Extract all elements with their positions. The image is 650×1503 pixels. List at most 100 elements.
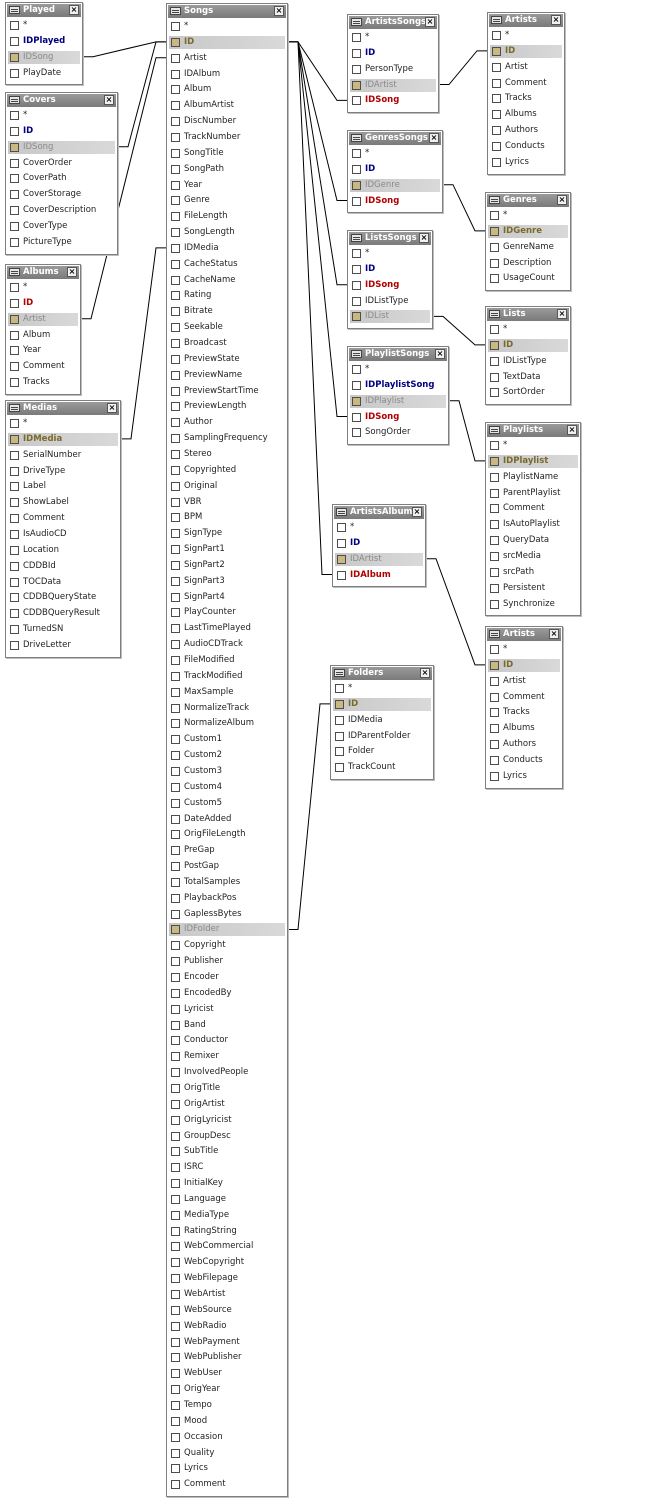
field-checkbox[interactable]: [10, 190, 19, 200]
field-checkbox[interactable]: [171, 1290, 180, 1299]
field-checkbox[interactable]: [352, 149, 361, 158]
field-checkbox[interactable]: [10, 346, 19, 356]
field-checkbox[interactable]: [490, 211, 499, 220]
field-checkbox[interactable]: [10, 577, 19, 587]
field-checkbox[interactable]: [352, 96, 361, 106]
close-icon[interactable]: ×: [67, 267, 77, 277]
field-row[interactable]: PostGap: [169, 860, 285, 873]
field-checkbox[interactable]: [171, 101, 180, 111]
field-row[interactable]: Remixer: [169, 1050, 285, 1063]
field-row[interactable]: IDAlbum: [335, 569, 423, 582]
field-row[interactable]: IDMedia: [169, 242, 285, 255]
field-row[interactable]: TrackNumber: [169, 131, 285, 144]
field-checkbox[interactable]: [171, 449, 180, 459]
field-checkbox[interactable]: [171, 85, 180, 95]
field-checkbox[interactable]: [171, 1480, 180, 1490]
field-checkbox[interactable]: [171, 624, 180, 634]
field-checkbox[interactable]: [337, 538, 346, 548]
field-checkbox[interactable]: [10, 158, 19, 168]
field-checkbox[interactable]: [171, 1099, 180, 1109]
field-row[interactable]: ID: [169, 35, 285, 49]
field-checkbox[interactable]: [490, 472, 499, 482]
field-row[interactable]: Lyrics: [490, 156, 562, 169]
field-row[interactable]: *: [333, 682, 431, 695]
field-row[interactable]: WebFilepage: [169, 1272, 285, 1285]
field-row[interactable]: SortOrder: [488, 386, 568, 399]
field-row[interactable]: CDDBId: [8, 560, 118, 573]
field-row[interactable]: SongPath: [169, 163, 285, 176]
field-row[interactable]: PlaybackPos: [169, 892, 285, 905]
field-checkbox[interactable]: [492, 141, 501, 151]
close-icon[interactable]: ×: [107, 403, 117, 413]
field-row[interactable]: Comment: [488, 502, 578, 515]
field-row[interactable]: Conducts: [488, 754, 560, 767]
field-row[interactable]: *: [335, 521, 423, 534]
field-checkbox[interactable]: [335, 763, 344, 773]
field-checkbox[interactable]: [171, 687, 180, 697]
field-row[interactable]: *: [8, 281, 78, 294]
field-row[interactable]: WebUser: [169, 1367, 285, 1380]
close-icon[interactable]: ×: [557, 195, 567, 205]
field-row[interactable]: IDArtist: [350, 78, 436, 92]
field-row[interactable]: GenreName: [488, 241, 568, 254]
field-row[interactable]: *: [350, 247, 430, 260]
field-row[interactable]: SongOrder: [350, 426, 446, 439]
field-checkbox[interactable]: [171, 814, 180, 824]
field-checkbox[interactable]: [352, 296, 361, 306]
field-checkbox[interactable]: [171, 1147, 180, 1157]
field-row[interactable]: ParentPlaylist: [488, 487, 578, 500]
field-row[interactable]: Lyrics: [169, 1462, 285, 1475]
close-icon[interactable]: ×: [104, 95, 114, 105]
field-row[interactable]: Conductor: [169, 1034, 285, 1047]
field-checkbox[interactable]: [171, 576, 180, 586]
field-row[interactable]: MediaType: [169, 1209, 285, 1222]
field-checkbox[interactable]: [352, 48, 361, 58]
field-row[interactable]: IDSong: [350, 195, 440, 208]
field-checkbox[interactable]: [171, 1385, 180, 1395]
key-icon[interactable]: [352, 312, 361, 322]
field-checkbox[interactable]: [10, 545, 19, 555]
field-row[interactable]: Authors: [488, 738, 560, 751]
table-header[interactable]: Artists×: [489, 14, 563, 27]
field-row[interactable]: *: [350, 147, 440, 160]
field-checkbox[interactable]: [10, 330, 19, 340]
key-icon[interactable]: [171, 925, 180, 935]
key-icon[interactable]: [10, 314, 19, 324]
field-row[interactable]: Custom3: [169, 765, 285, 778]
field-row[interactable]: *: [488, 643, 560, 656]
close-icon[interactable]: ×: [412, 507, 422, 517]
field-row[interactable]: Broadcast: [169, 337, 285, 350]
field-row[interactable]: Author: [169, 416, 285, 429]
field-row[interactable]: UsageCount: [488, 272, 568, 285]
field-checkbox[interactable]: [171, 307, 180, 317]
field-row[interactable]: Original: [169, 480, 285, 493]
field-row[interactable]: Persistent: [488, 582, 578, 595]
field-row[interactable]: AlbumArtist: [169, 99, 285, 112]
field-checkbox[interactable]: [490, 356, 499, 366]
field-checkbox[interactable]: [171, 434, 180, 444]
field-checkbox[interactable]: [10, 419, 19, 428]
field-row[interactable]: NormalizeAlbum: [169, 717, 285, 730]
field-checkbox[interactable]: [10, 126, 19, 136]
field-row[interactable]: VBR: [169, 496, 285, 509]
close-icon[interactable]: ×: [435, 349, 445, 359]
field-row[interactable]: Artist: [169, 52, 285, 65]
field-row[interactable]: CoverStorage: [8, 188, 115, 201]
field-row[interactable]: Label: [8, 480, 118, 493]
table-header[interactable]: Medias×: [7, 402, 119, 415]
field-checkbox[interactable]: [171, 1432, 180, 1442]
field-row[interactable]: Mood: [169, 1415, 285, 1428]
table-header[interactable]: GenresSongs×: [349, 132, 441, 145]
field-row[interactable]: IDPlayed: [8, 35, 80, 48]
table-header[interactable]: Albums×: [7, 266, 79, 279]
field-checkbox[interactable]: [490, 488, 499, 498]
field-checkbox[interactable]: [171, 117, 180, 127]
field-checkbox[interactable]: [490, 692, 499, 702]
field-checkbox[interactable]: [352, 280, 361, 290]
field-row[interactable]: Conducts: [490, 140, 562, 153]
field-checkbox[interactable]: [171, 1194, 180, 1204]
field-row[interactable]: *: [488, 439, 578, 452]
